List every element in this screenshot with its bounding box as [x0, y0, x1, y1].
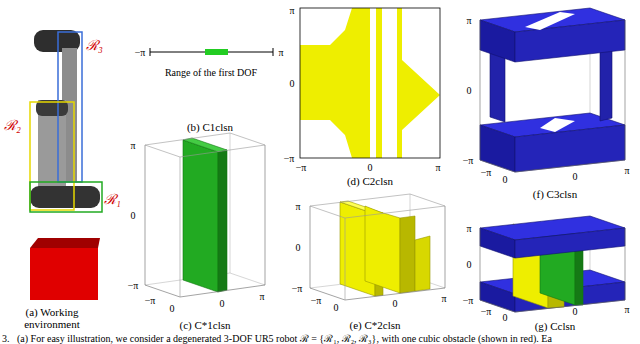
- cspace-hole: [540, 118, 575, 132]
- axis-frame: [310, 206, 445, 300]
- axis-frame: [145, 145, 265, 297]
- link-label: ℛ₃: [86, 38, 103, 53]
- axis-frame: [230, 133, 231, 273]
- axis-label: π: [295, 201, 300, 212]
- axis-label: 0: [393, 298, 398, 309]
- cspace-slab: [365, 206, 400, 293]
- robot-illustration: [30, 30, 102, 300]
- range-line: [150, 48, 273, 56]
- cspace-layer: [515, 125, 625, 172]
- axis-label: π: [466, 15, 471, 26]
- subfigure-caption: (b) C1clsn: [187, 121, 233, 133]
- axis-label: π: [289, 5, 294, 16]
- plot-3d: [145, 133, 265, 297]
- axis-label: 0: [290, 78, 295, 89]
- cspace-pillar: [600, 42, 612, 121]
- subfigure-caption: (d) C2clsn: [347, 175, 393, 187]
- subfigure-caption: (g) Cclsn: [535, 320, 576, 332]
- axis-frame: [145, 133, 265, 157]
- cspace-region: [376, 8, 382, 158]
- axis-frame: [480, 228, 625, 312]
- axis-label: −π: [292, 283, 303, 294]
- cspace-region: [397, 8, 440, 158]
- cspace-slab: [183, 138, 227, 152]
- obstacle-cube: [30, 248, 98, 300]
- axis-label: −π: [128, 280, 139, 291]
- axis-label: 0: [503, 174, 508, 185]
- link-label: ℛ₂: [4, 118, 21, 133]
- subfigure-caption: (f) C3clsn: [533, 188, 577, 200]
- axis-label: −π: [284, 153, 295, 164]
- plot-3d: [480, 8, 625, 172]
- axis-frame: [180, 157, 181, 297]
- axis-label: −π: [296, 162, 307, 173]
- axis-label: π: [624, 165, 629, 176]
- link-box: [58, 32, 82, 182]
- axis-label: Range of the first DOF: [165, 67, 257, 78]
- axis-label: 0: [334, 302, 339, 313]
- axis-label: π: [259, 291, 264, 302]
- cspace-slab: [218, 150, 227, 292]
- axis-label: π: [130, 140, 135, 151]
- axis-frame: [310, 194, 445, 218]
- axis-label: 0: [467, 85, 472, 96]
- axis-line: [150, 52, 273, 53]
- cspace-layer: [480, 125, 515, 172]
- axis-label: π: [466, 223, 471, 234]
- cspace-slab: [415, 236, 430, 291]
- plot-3d: [480, 216, 625, 312]
- subfigure-caption: (a) Working environment: [12, 306, 92, 330]
- axis-label: 0: [573, 171, 578, 182]
- cspace-slab: [400, 216, 415, 293]
- plot-2d: [300, 8, 440, 158]
- axis-tick: [273, 48, 274, 56]
- cspace-region: [300, 8, 370, 158]
- axis-label: 0: [368, 162, 373, 173]
- axis-frame: [345, 218, 346, 300]
- axis-label: 0: [503, 312, 508, 323]
- free-range: [205, 49, 228, 55]
- axis-label: 0: [220, 298, 225, 309]
- axis-label: −π: [481, 306, 492, 317]
- axis-frame: [300, 8, 440, 158]
- cspace-slab: [183, 140, 218, 292]
- axis-frame: [480, 20, 625, 172]
- axis-label: 0: [573, 306, 578, 317]
- axis-label: −π: [311, 295, 322, 306]
- axis-label: 0: [296, 242, 301, 253]
- link-box: [30, 102, 74, 210]
- axis-label: 0: [170, 303, 175, 314]
- axis-label: −π: [463, 155, 474, 166]
- axis-label: −π: [145, 295, 156, 306]
- axis-label: −π: [463, 295, 474, 306]
- axis-label: π: [441, 293, 446, 304]
- axis-tick: [150, 48, 151, 56]
- cspace-hole: [525, 12, 575, 30]
- link-box: [30, 182, 102, 212]
- subfigure-caption: (e) C*2clsn: [349, 319, 400, 331]
- axis-label: −π: [481, 167, 492, 178]
- figure-caption: 3. (a) For easy illustration, we conside…: [2, 333, 552, 344]
- plot-3d: [310, 194, 445, 300]
- axis-label: −π: [135, 47, 146, 58]
- robot-base: [30, 186, 100, 208]
- cspace-pillar: [490, 48, 505, 122]
- link-label: ℛ₁: [104, 192, 121, 207]
- axis-label: 0: [467, 259, 472, 270]
- axis-label: π: [278, 47, 283, 58]
- obstacle-top: [30, 238, 100, 248]
- axis-label: π: [435, 162, 440, 173]
- cspace-layer: [480, 20, 515, 62]
- subfigure-caption: (c) C*1clsn: [179, 319, 230, 331]
- axis-label: π: [624, 304, 629, 315]
- cspace-layer: [480, 228, 515, 258]
- cspace-layer: [515, 228, 625, 258]
- axis-label: 0: [131, 210, 136, 221]
